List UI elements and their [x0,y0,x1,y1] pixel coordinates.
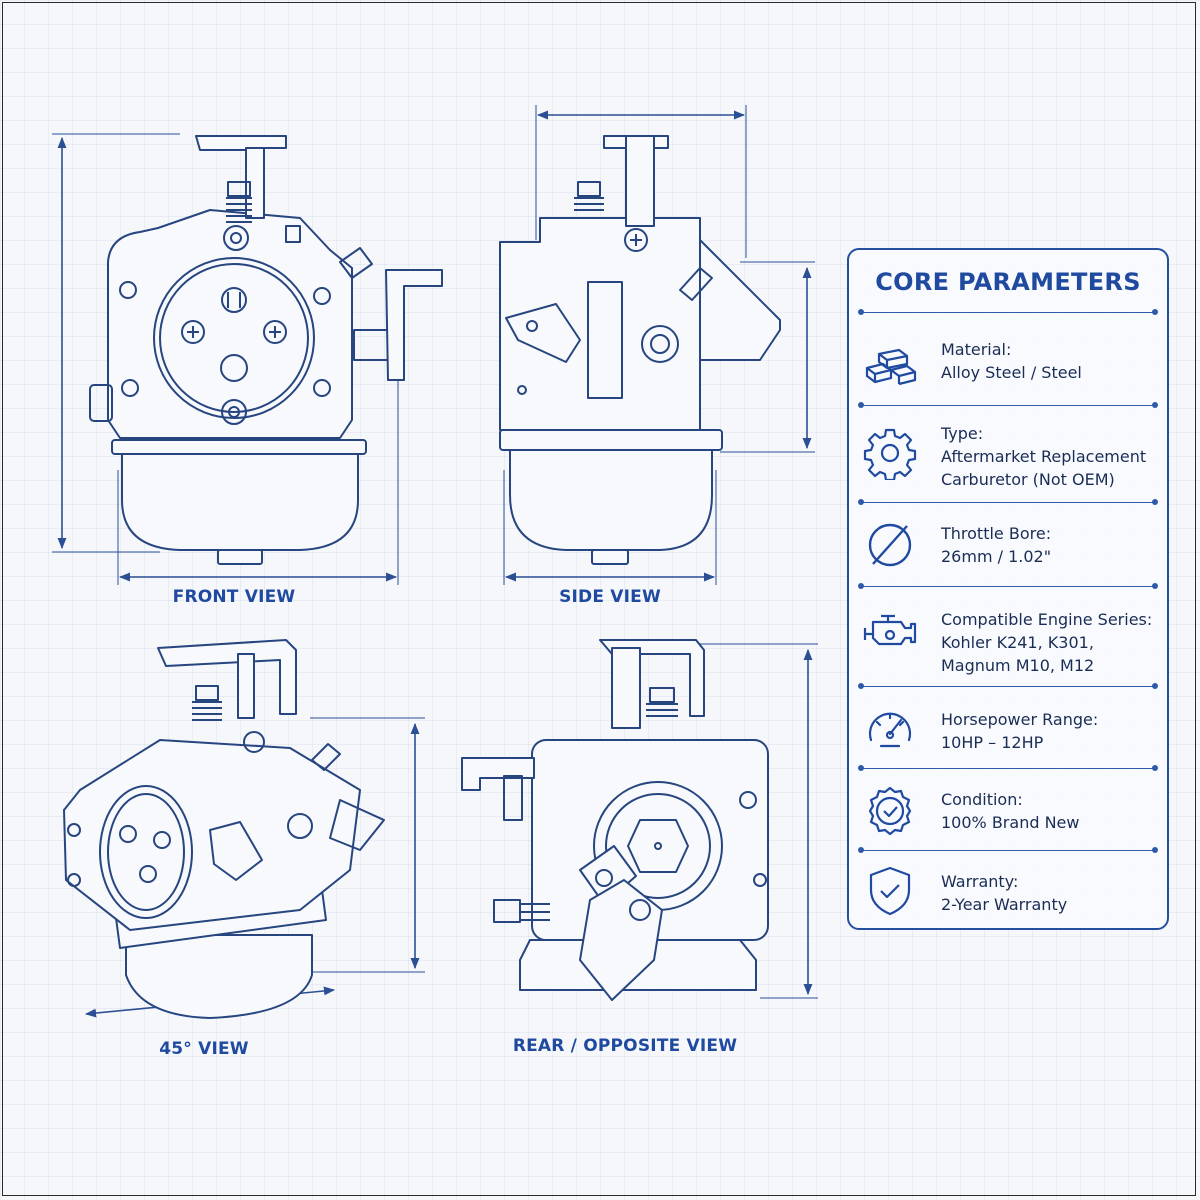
gauge-icon [868,712,912,748]
param-value: 100% Brand New [941,813,1080,832]
core-parameters-panel: CORE PARAMETERS Material: Alloy Steel / S… [847,248,1169,930]
side-view-drawing [499,105,815,585]
param-label: Material: [941,340,1012,359]
ingots-icon [865,348,917,386]
badge-check-icon [868,786,912,836]
front-dimension-lines [52,133,399,585]
param-label: Warranty: [941,872,1019,891]
param-value: 2-Year Warranty [941,895,1068,914]
diameter-icon [868,523,912,567]
divider [858,309,1158,315]
rear-view-label: REAR / OPPOSITE VIEW [512,1036,738,1056]
param-value: 26mm / 1.02" [941,547,1052,566]
param-value: Aftermarket Replacement [941,447,1147,466]
param-value-line2: Carburetor (Not OEM) [941,470,1115,489]
divider [858,499,1158,505]
angle-view-drawing [63,639,425,1019]
param-label: Compatible Engine Series: [941,610,1153,629]
param-label: Type: [941,424,984,443]
param-value: Kohler K241, K301, [941,633,1094,652]
param-value: 10HP – 12HP [941,733,1044,752]
divider [858,583,1158,589]
front-view-label: FRONT VIEW [172,587,296,607]
panel-title: CORE PARAMETERS [875,268,1141,296]
gear-icon [863,428,917,480]
divider [858,765,1158,771]
divider [858,683,1158,689]
shield-check-icon [869,866,911,916]
divider [858,402,1158,408]
engine-icon [863,614,917,646]
rear-dimension-lines [700,643,818,999]
front-view-drawing [52,133,443,585]
side-view-label: SIDE VIEW [559,587,661,607]
rear-view-drawing [461,639,818,1001]
param-value-line2: Magnum M10, M12 [941,656,1095,675]
param-label: Horsepower Range: [941,710,1099,729]
angle-view-label: 45° VIEW [159,1039,249,1059]
divider [858,847,1158,853]
param-value: Alloy Steel / Steel [941,363,1082,382]
param-label: Throttle Bore: [941,524,1052,543]
param-label: Condition: [941,790,1023,809]
side-dimension-lines [503,105,815,585]
